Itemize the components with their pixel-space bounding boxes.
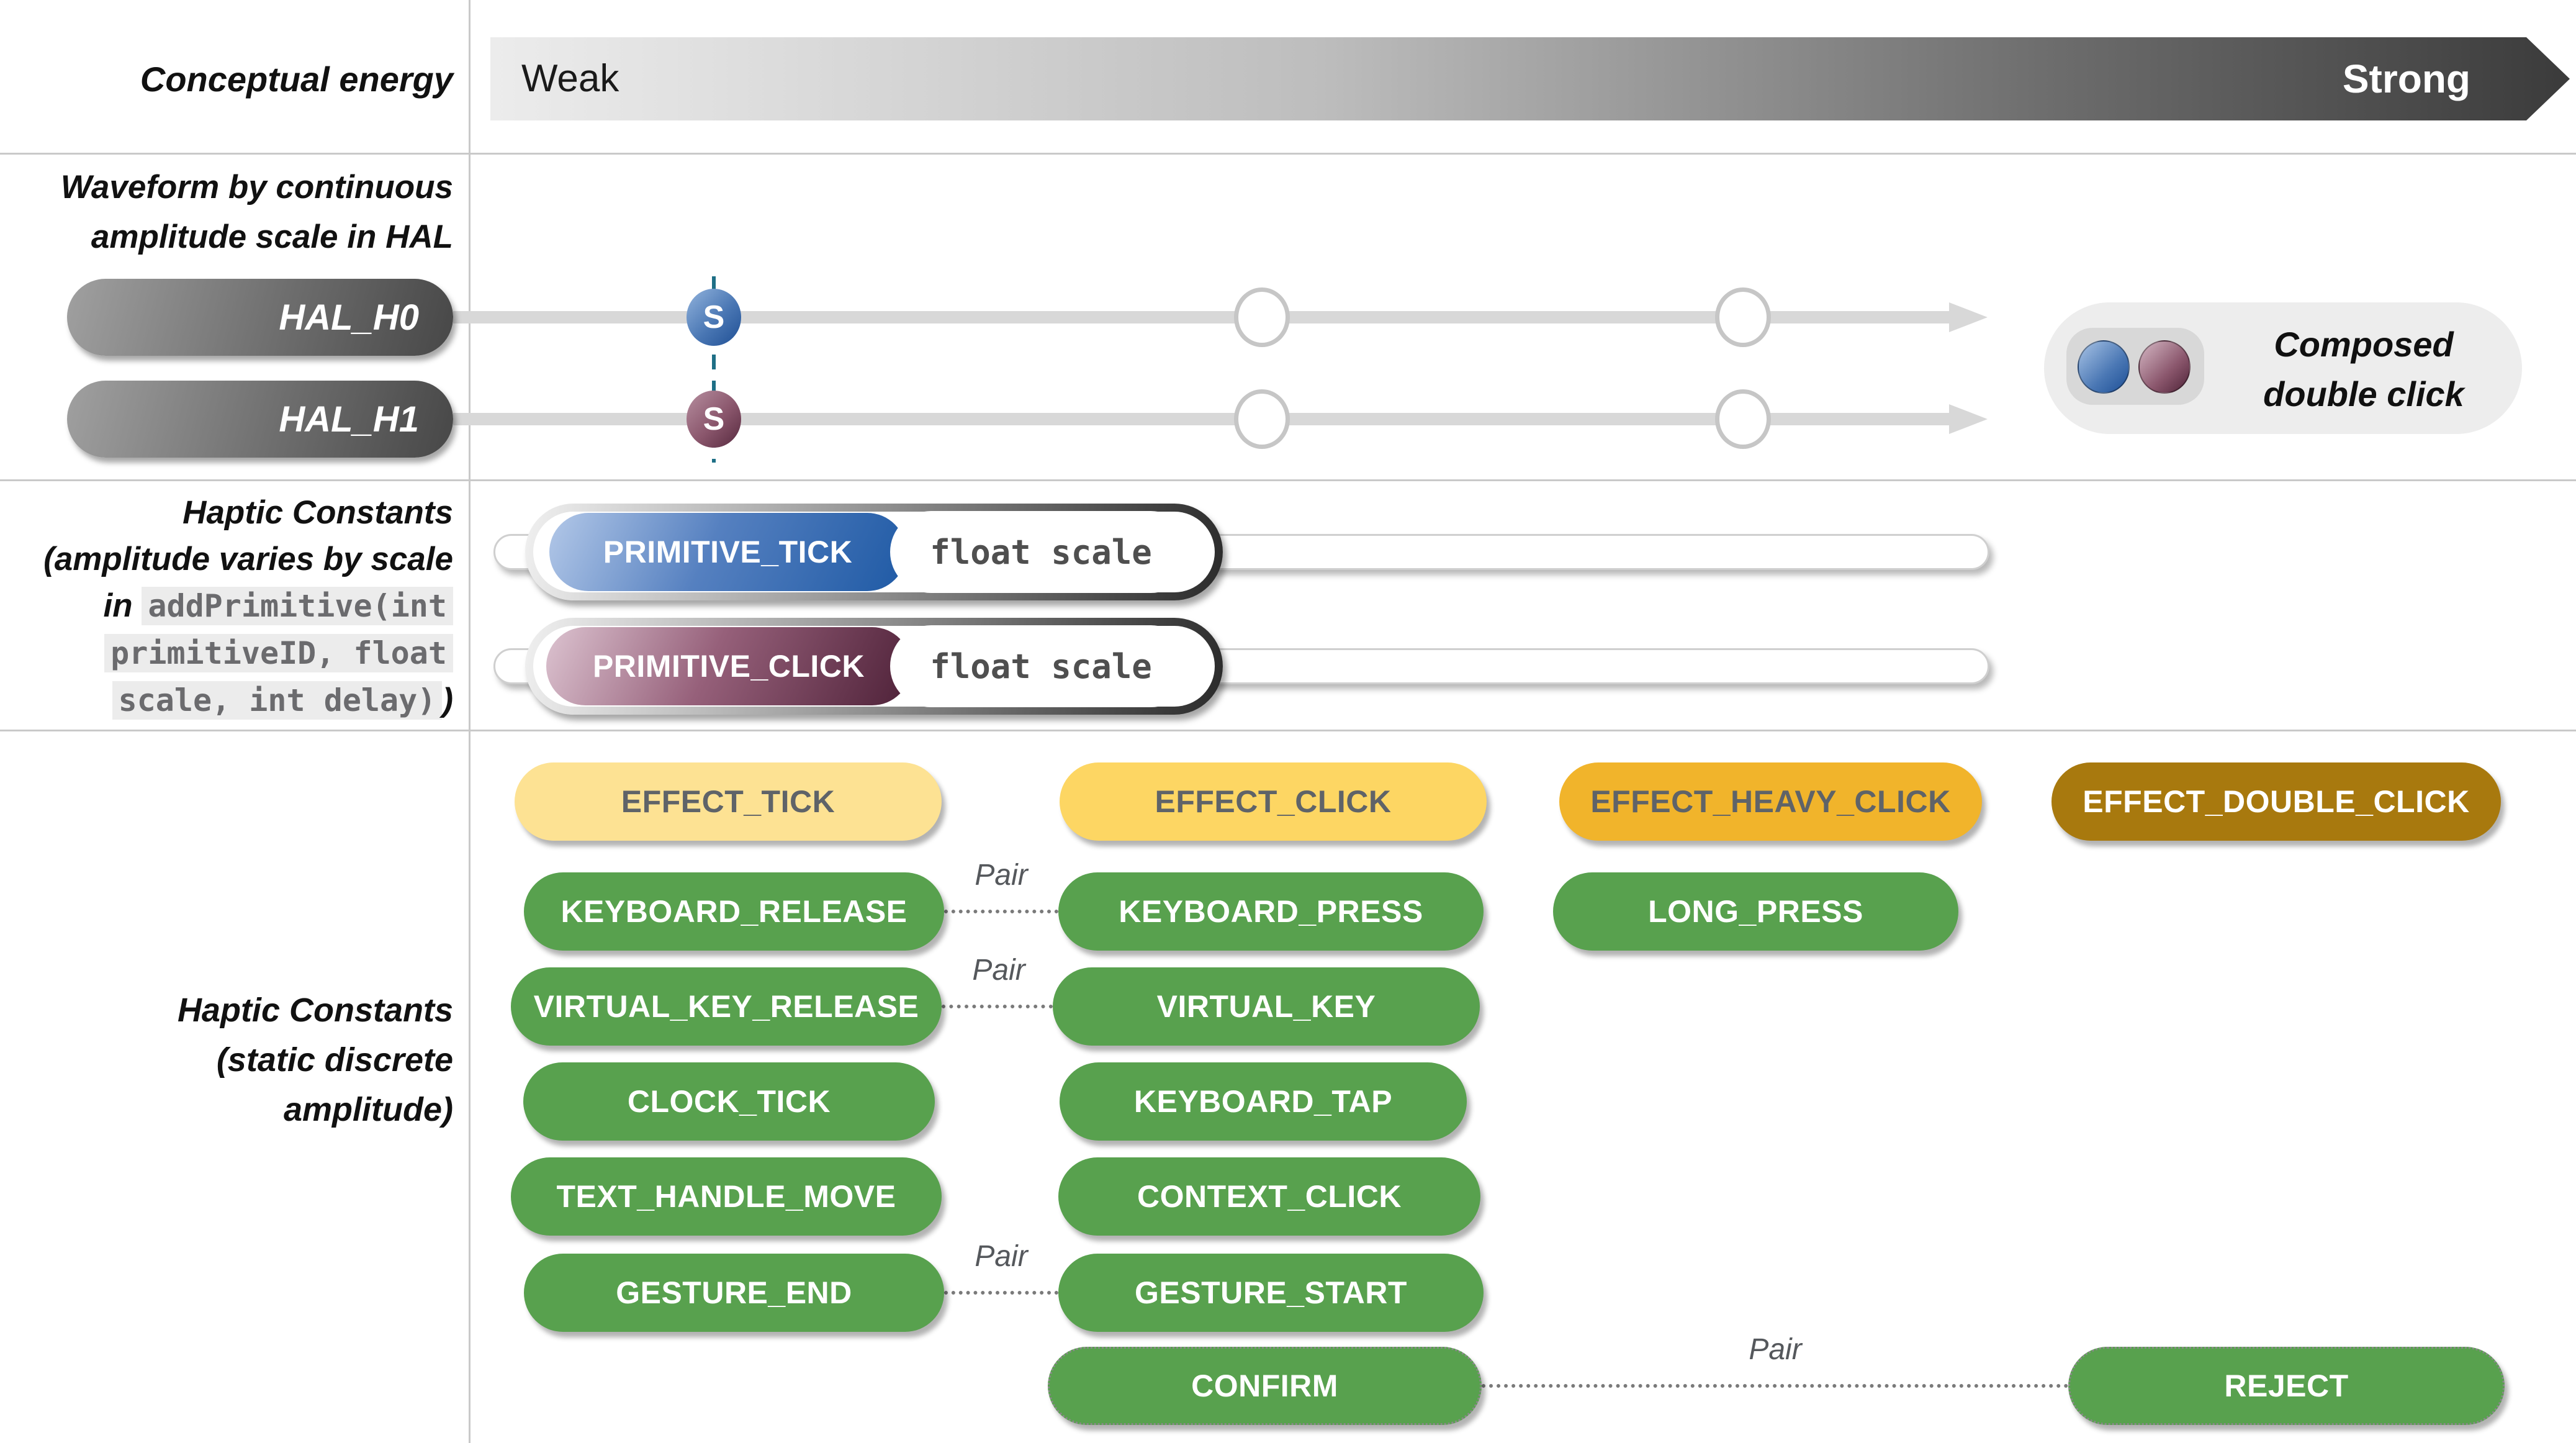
constant-virtual-key-release[interactable]: VIRTUAL_KEY_RELEASE bbox=[511, 967, 942, 1046]
constant-gesture-start[interactable]: GESTURE_START bbox=[1058, 1254, 1484, 1332]
row-divider-1 bbox=[0, 153, 2576, 155]
strong-label: Strong bbox=[2342, 57, 2470, 101]
hal-h1-pill: HAL_H1 bbox=[67, 381, 453, 458]
hal-h1-node-1[interactable] bbox=[1234, 389, 1290, 449]
constant-effect-tick[interactable]: EFFECT_TICK bbox=[515, 762, 942, 841]
energy-gradient-bar: Weak Strong bbox=[490, 37, 2570, 120]
constant-keyboard-press[interactable]: KEYBOARD_PRESS bbox=[1058, 872, 1484, 951]
pair-label-keyboard: Pair bbox=[975, 859, 1028, 892]
constant-reject[interactable]: REJECT bbox=[2068, 1347, 2505, 1425]
constant-text-handle-move[interactable]: TEXT_HANDLE_MOVE bbox=[511, 1157, 942, 1236]
pair-line-gesture bbox=[944, 1291, 1058, 1295]
mauve-click-dot-icon bbox=[2138, 340, 2191, 394]
conceptual-energy-label: Conceptual energy bbox=[140, 60, 453, 99]
hal-h1-arrowhead bbox=[1949, 404, 1988, 434]
primitive-tick-param: float scale bbox=[890, 511, 1192, 593]
blue-click-dot-icon bbox=[2078, 340, 2130, 394]
constant-effect-double-click[interactable]: EFFECT_DOUBLE_CLICK bbox=[2051, 762, 2501, 841]
primitive-tick-pill[interactable]: PRIMITIVE_TICK bbox=[549, 513, 906, 591]
primitive-click-pill[interactable]: PRIMITIVE_CLICK bbox=[546, 627, 911, 705]
constant-clock-tick[interactable]: CLOCK_TICK bbox=[523, 1062, 935, 1141]
hal-h0-node-1[interactable] bbox=[1234, 287, 1290, 347]
constant-long-press[interactable]: LONG_PRESS bbox=[1553, 872, 1958, 951]
scale-dashed-line bbox=[712, 276, 716, 463]
hal-h0-pill: HAL_H0 bbox=[67, 279, 453, 356]
hal-h0-arrowhead bbox=[1949, 302, 1988, 332]
code-snippet-line1: addPrimitive(int bbox=[142, 587, 453, 625]
row-divider-3 bbox=[0, 730, 2576, 731]
column-divider bbox=[469, 0, 471, 1443]
constant-confirm[interactable]: CONFIRM bbox=[1048, 1347, 1482, 1425]
hal-h1-scale-marker[interactable]: S bbox=[687, 391, 741, 448]
pair-label-gesture: Pair bbox=[975, 1240, 1028, 1273]
composed-note-text: Composed double click bbox=[2263, 325, 2464, 414]
constant-keyboard-tap[interactable]: KEYBOARD_TAP bbox=[1060, 1062, 1467, 1141]
pair-line-virtual-key bbox=[942, 1005, 1053, 1008]
pair-label-virtual-key: Pair bbox=[972, 954, 1025, 987]
static-section-label: Haptic Constants (static discrete amplit… bbox=[177, 992, 453, 1128]
primitive-section-label: Haptic Constants (amplitude varies by sc… bbox=[43, 494, 453, 720]
constant-virtual-key[interactable]: VIRTUAL_KEY bbox=[1053, 967, 1480, 1046]
double-click-dots-chip bbox=[2066, 328, 2204, 405]
constant-gesture-end[interactable]: GESTURE_END bbox=[524, 1254, 944, 1332]
pair-line-keyboard bbox=[944, 910, 1058, 913]
code-snippet-line2: primitiveID, float bbox=[104, 634, 453, 672]
primitive-click-param: float scale bbox=[890, 625, 1192, 707]
constant-effect-heavy-click[interactable]: EFFECT_HEAVY_CLICK bbox=[1559, 762, 1982, 841]
weak-label: Weak bbox=[521, 57, 619, 100]
hal-h0-track bbox=[453, 311, 1949, 323]
constant-keyboard-release[interactable]: KEYBOARD_RELEASE bbox=[524, 872, 944, 951]
composed-double-click-note: Composed double click bbox=[2044, 302, 2522, 434]
hal-h1-node-2[interactable] bbox=[1715, 389, 1771, 449]
hal-h1-track bbox=[453, 413, 1949, 425]
hal-section-label: Waveform by continuous amplitude scale i… bbox=[60, 169, 453, 255]
hal-h0-scale-marker[interactable]: S bbox=[687, 289, 741, 346]
constant-context-click[interactable]: CONTEXT_CLICK bbox=[1058, 1157, 1480, 1236]
constant-effect-click[interactable]: EFFECT_CLICK bbox=[1060, 762, 1487, 841]
pair-line-confirm-reject bbox=[1482, 1384, 2068, 1388]
code-snippet-line3: scale, int delay) bbox=[112, 681, 443, 720]
hal-h0-node-2[interactable] bbox=[1715, 287, 1771, 347]
pair-label-confirm-reject: Pair bbox=[1749, 1333, 1802, 1366]
row-divider-2 bbox=[0, 479, 2576, 481]
